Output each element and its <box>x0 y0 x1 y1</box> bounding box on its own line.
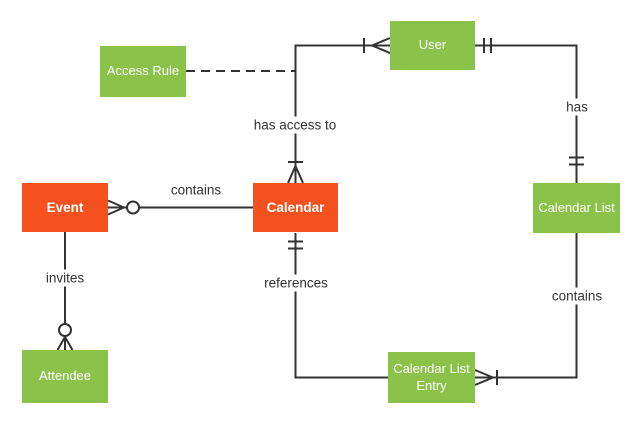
edge-label-references: references <box>259 274 333 292</box>
entity-event-label: Event <box>46 199 84 215</box>
connector-invites <box>56 232 74 351</box>
entity-attendee-label: Attendee <box>38 368 92 384</box>
connector-contains-entry <box>474 233 578 386</box>
exactly-one-icon <box>569 156 584 166</box>
one-or-many-glyph <box>287 161 304 184</box>
zero-or-many-icon <box>56 323 74 351</box>
entity-event[interactable]: Event <box>22 183 108 232</box>
one-or-many-icon <box>287 161 304 184</box>
connector-references <box>288 233 388 379</box>
edge-label-invites: invites <box>40 269 90 287</box>
connector-line <box>475 44 578 183</box>
one-or-many-glyph <box>474 369 498 386</box>
connector-has <box>475 38 584 183</box>
entity-calendar-list[interactable]: Calendar List <box>533 183 620 233</box>
one-or-many-icon <box>474 369 498 386</box>
entity-access-rule[interactable]: Access Rule <box>100 46 186 97</box>
double-bar-glyph <box>288 240 303 250</box>
zero-ring-glyph <box>58 323 72 337</box>
entity-calendar-list-entry[interactable]: Calendar List Entry <box>388 352 475 403</box>
connector-contains-event <box>107 199 253 216</box>
connector-line <box>475 233 578 379</box>
double-bar-glyph <box>569 156 584 166</box>
one-or-many-glyph <box>363 37 391 54</box>
connector-has-access-to <box>287 37 391 184</box>
zero-or-many-icon <box>107 199 140 216</box>
edge-label-has: has <box>561 98 593 116</box>
entity-calendar-list-entry-label: Calendar List Entry <box>393 360 470 393</box>
entity-calendar[interactable]: Calendar <box>253 183 338 232</box>
entity-user-label: User <box>418 37 447 53</box>
one-or-many-icon <box>363 37 391 54</box>
crows-foot-glyph <box>107 199 125 216</box>
entity-user[interactable]: User <box>390 21 475 70</box>
edge-label-has-access-to: has access to <box>248 116 342 134</box>
double-bar-glyph <box>483 38 492 53</box>
crows-foot-glyph <box>56 336 74 351</box>
entity-access-rule-label: Access Rule <box>106 63 180 79</box>
entity-calendar-label: Calendar <box>266 199 325 215</box>
exactly-one-icon <box>483 38 492 53</box>
exactly-one-icon <box>288 240 303 250</box>
entity-attendee[interactable]: Attendee <box>22 350 108 403</box>
edge-label-contains-entry: contains <box>546 287 608 305</box>
connector-line <box>294 233 388 379</box>
connector-line <box>294 44 390 183</box>
edge-label-contains-event: contains <box>165 181 227 199</box>
zero-ring-glyph <box>126 200 140 215</box>
entity-calendar-list-label: Calendar List <box>538 199 615 215</box>
